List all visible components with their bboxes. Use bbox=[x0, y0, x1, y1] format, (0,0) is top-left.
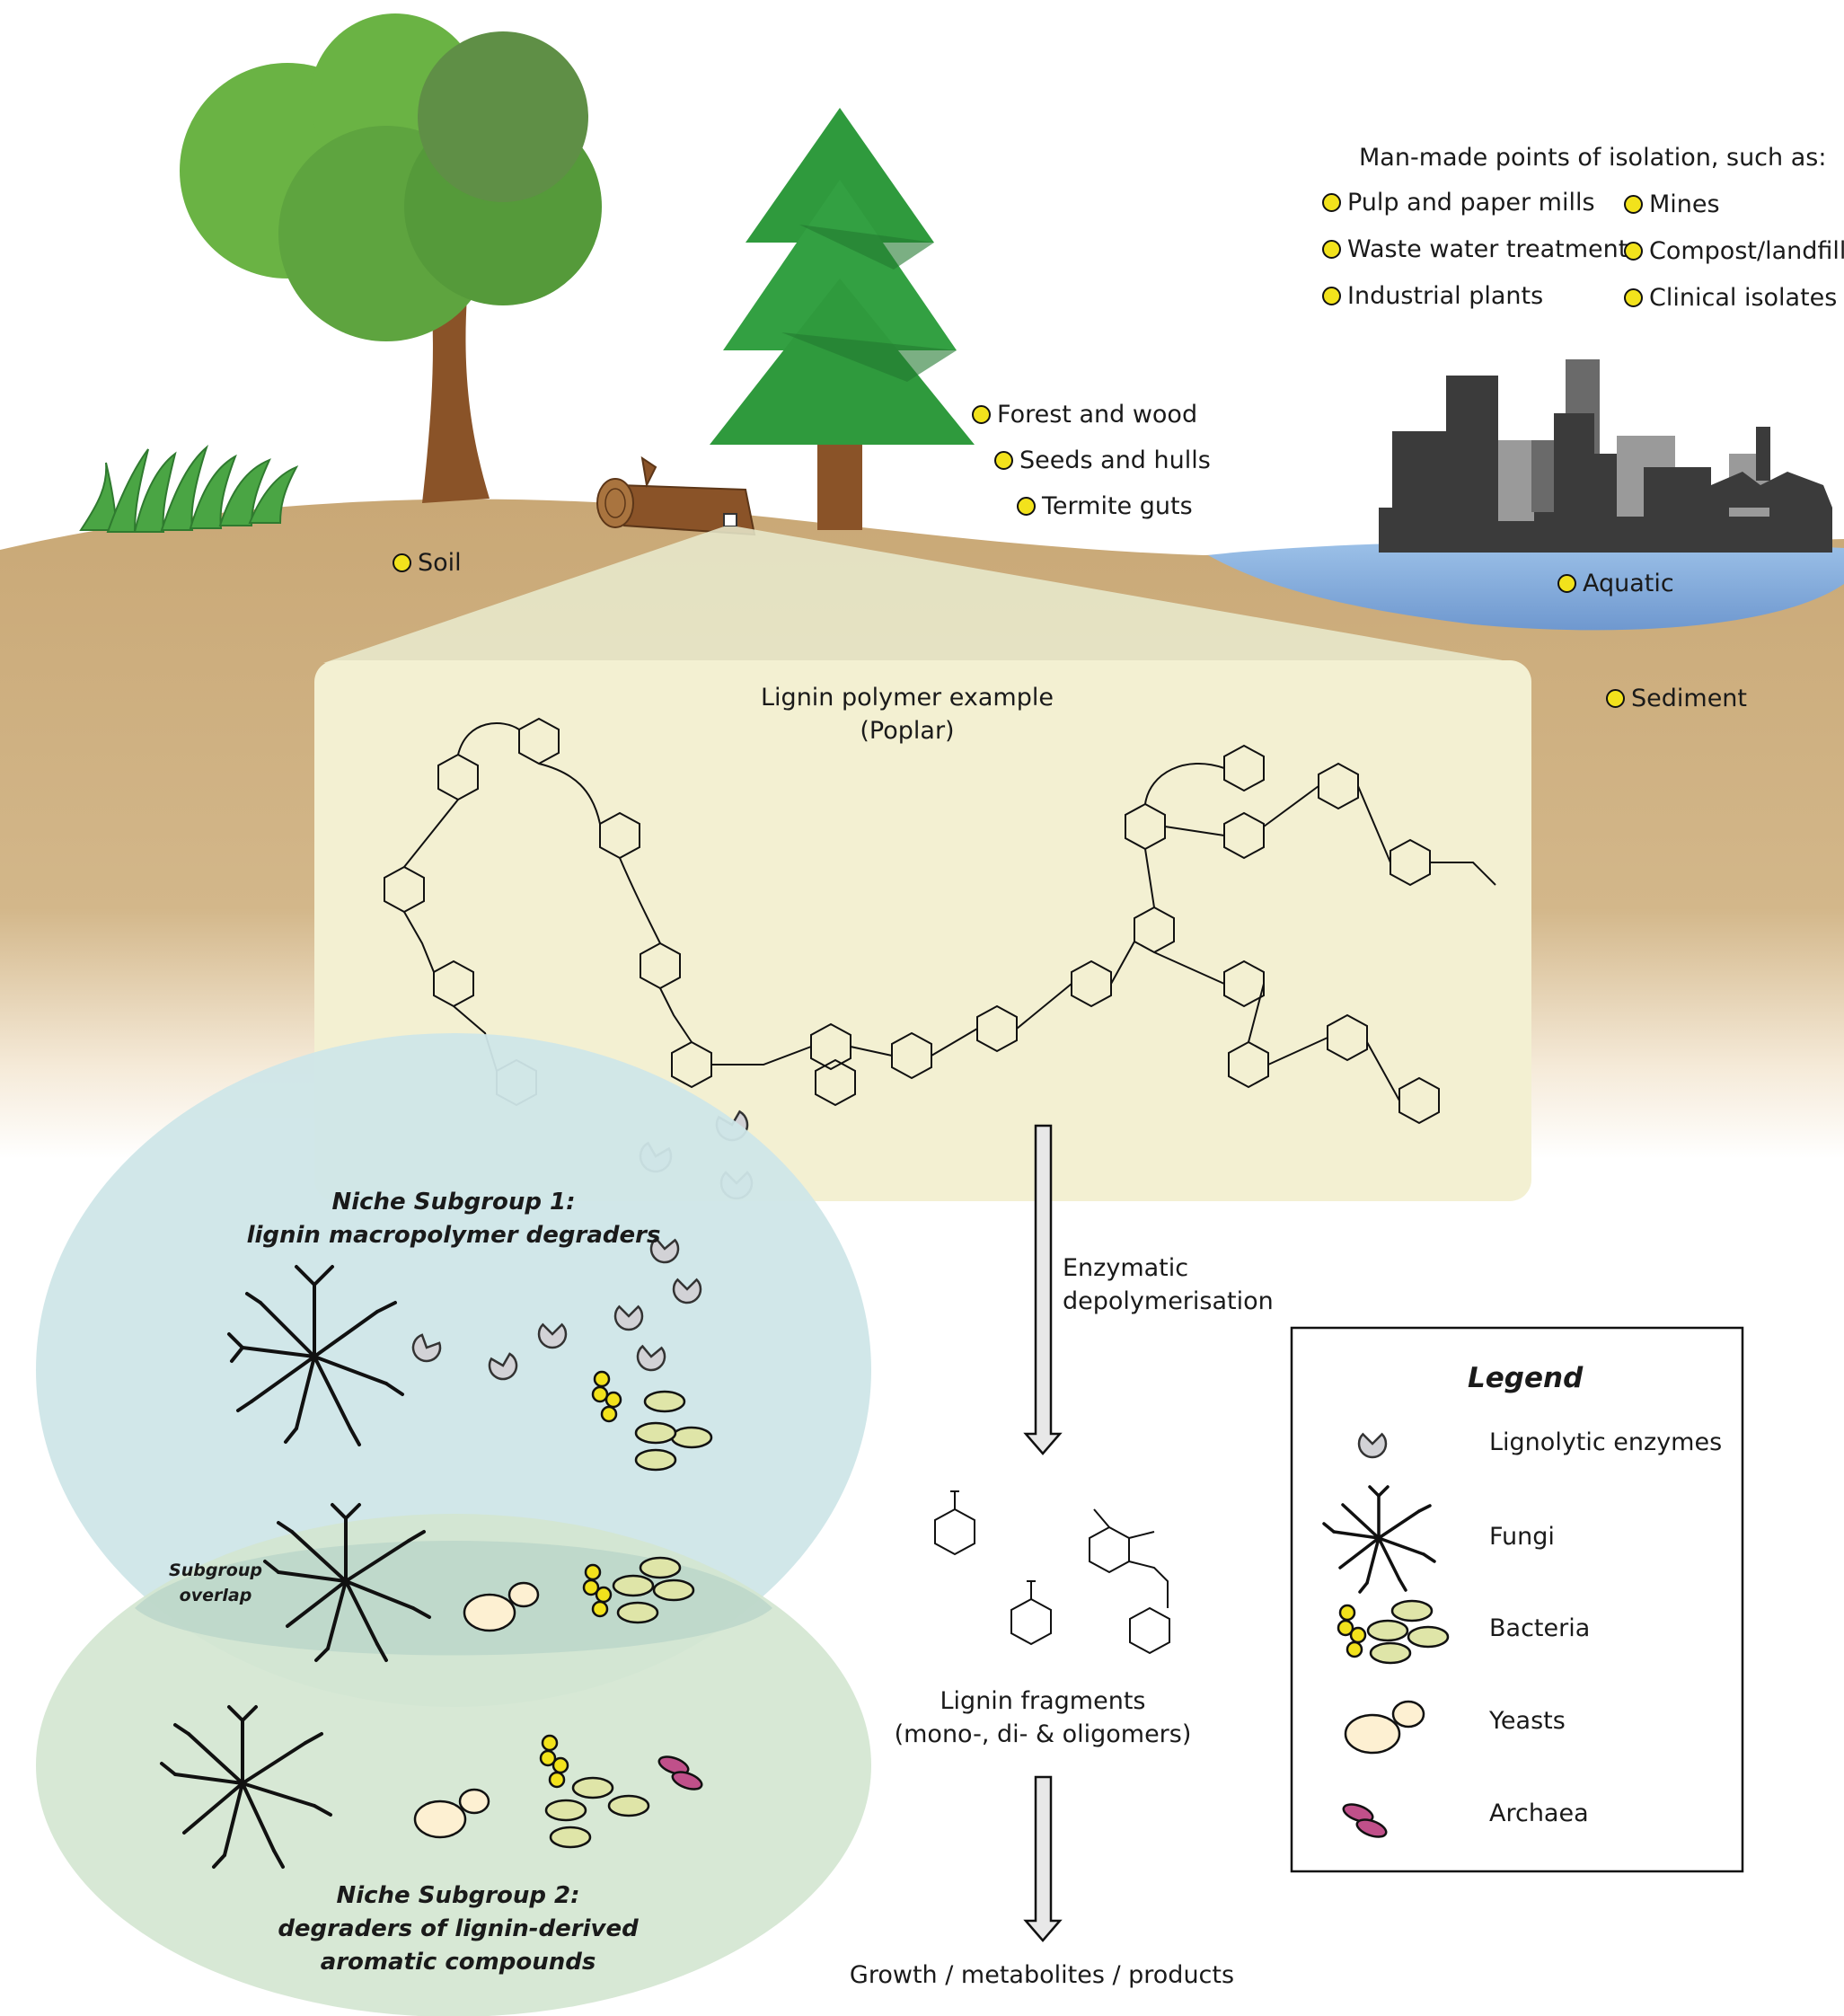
site-sediment: Sediment bbox=[1606, 685, 1747, 712]
bacteria-icon bbox=[591, 1370, 713, 1472]
site-seeds: Seeds and hulls bbox=[994, 447, 1211, 474]
fungi-icon bbox=[1322, 1485, 1436, 1594]
fungi-icon bbox=[160, 1705, 332, 1869]
legend-box bbox=[1290, 1326, 1744, 1873]
conifer-tree-icon bbox=[710, 108, 975, 530]
niche-1-ellipse bbox=[36, 1033, 871, 1707]
site-mines: Mines bbox=[1624, 190, 1720, 218]
fungi-icon bbox=[227, 1265, 404, 1446]
bacteria-icon bbox=[1337, 1599, 1450, 1665]
site-marker-icon bbox=[1606, 689, 1625, 708]
bacteria-icon bbox=[582, 1556, 695, 1624]
zoom-funnel bbox=[323, 526, 1518, 663]
site-industrial: Industrial plants bbox=[1322, 282, 1543, 310]
legend-title: Legend bbox=[1468, 1362, 1584, 1394]
legend-enzymes-label: Lignolytic enzymes bbox=[1489, 1428, 1723, 1456]
water-body bbox=[1208, 541, 1844, 631]
fragments-label: Lignin fragments (mono-, di- & oligomers… bbox=[894, 1687, 1192, 1748]
site-marker-icon bbox=[1624, 195, 1643, 214]
niche-1-title: Niche Subgroup 1: lignin macropolymer de… bbox=[246, 1189, 661, 1249]
legend-bacteria-label: Bacteria bbox=[1489, 1614, 1591, 1642]
site-marker-icon bbox=[972, 405, 991, 424]
outcome-label: Growth / metabolites / products bbox=[849, 1961, 1235, 1989]
depolymerisation-arrow bbox=[1023, 1124, 1063, 1455]
archaea-icon bbox=[657, 1755, 703, 1791]
enzyme-icon bbox=[1357, 1432, 1388, 1459]
city-skyline-icon bbox=[1379, 359, 1832, 553]
legend-fungi-label: Fungi bbox=[1489, 1523, 1555, 1551]
archaea-icon bbox=[1342, 1803, 1388, 1838]
site-marker-icon bbox=[994, 451, 1013, 470]
site-waste-water: Waste water treatment bbox=[1322, 235, 1628, 263]
yeast-icon bbox=[1344, 1700, 1425, 1755]
lignin-title: Lignin polymer example (Poplar) bbox=[761, 684, 1054, 745]
site-soil: Soil bbox=[393, 549, 462, 577]
deciduous-tree-icon bbox=[180, 13, 602, 503]
site-compost: Compost/landfill bbox=[1624, 237, 1844, 265]
site-marker-icon bbox=[1322, 240, 1341, 259]
depolymerisation-label: Enzymatic depolymerisation bbox=[1063, 1254, 1274, 1315]
site-marker-icon bbox=[1624, 242, 1643, 261]
grass-icon bbox=[79, 444, 299, 533]
site-marker-icon bbox=[393, 553, 411, 572]
site-marker-icon bbox=[1322, 287, 1341, 305]
niche-2-title: Niche Subgroup 2: degraders of lignin-de… bbox=[278, 1882, 639, 1976]
site-pulp-paper: Pulp and paper mills bbox=[1322, 189, 1595, 217]
yeast-icon bbox=[463, 1581, 540, 1632]
site-forest: Forest and wood bbox=[972, 401, 1197, 429]
site-marker-icon bbox=[1017, 497, 1036, 516]
site-marker-icon bbox=[1322, 193, 1341, 212]
lignin-fragments-structure bbox=[934, 1490, 1170, 1655]
yeast-icon bbox=[413, 1788, 490, 1839]
legend-yeasts-label: Yeasts bbox=[1489, 1707, 1566, 1735]
zoom-marker bbox=[723, 513, 737, 527]
site-marker-icon bbox=[1624, 288, 1643, 307]
site-aquatic: Aquatic bbox=[1557, 570, 1674, 597]
fungi-icon bbox=[263, 1503, 431, 1662]
site-clinical: Clinical isolates bbox=[1624, 284, 1837, 312]
site-termite: Termite guts bbox=[1017, 492, 1193, 520]
enzyme-group-niche1 bbox=[411, 1236, 702, 1381]
legend-archaea-label: Archaea bbox=[1489, 1799, 1589, 1827]
niche-overlap bbox=[135, 1541, 772, 1656]
bacteria-icon bbox=[539, 1734, 650, 1849]
site-marker-icon bbox=[1557, 574, 1576, 593]
man-made-heading: Man-made points of isolation, such as: bbox=[1359, 144, 1827, 172]
overlap-label: Subgroup overlap bbox=[169, 1561, 262, 1605]
growth-arrow bbox=[1023, 1775, 1063, 1942]
